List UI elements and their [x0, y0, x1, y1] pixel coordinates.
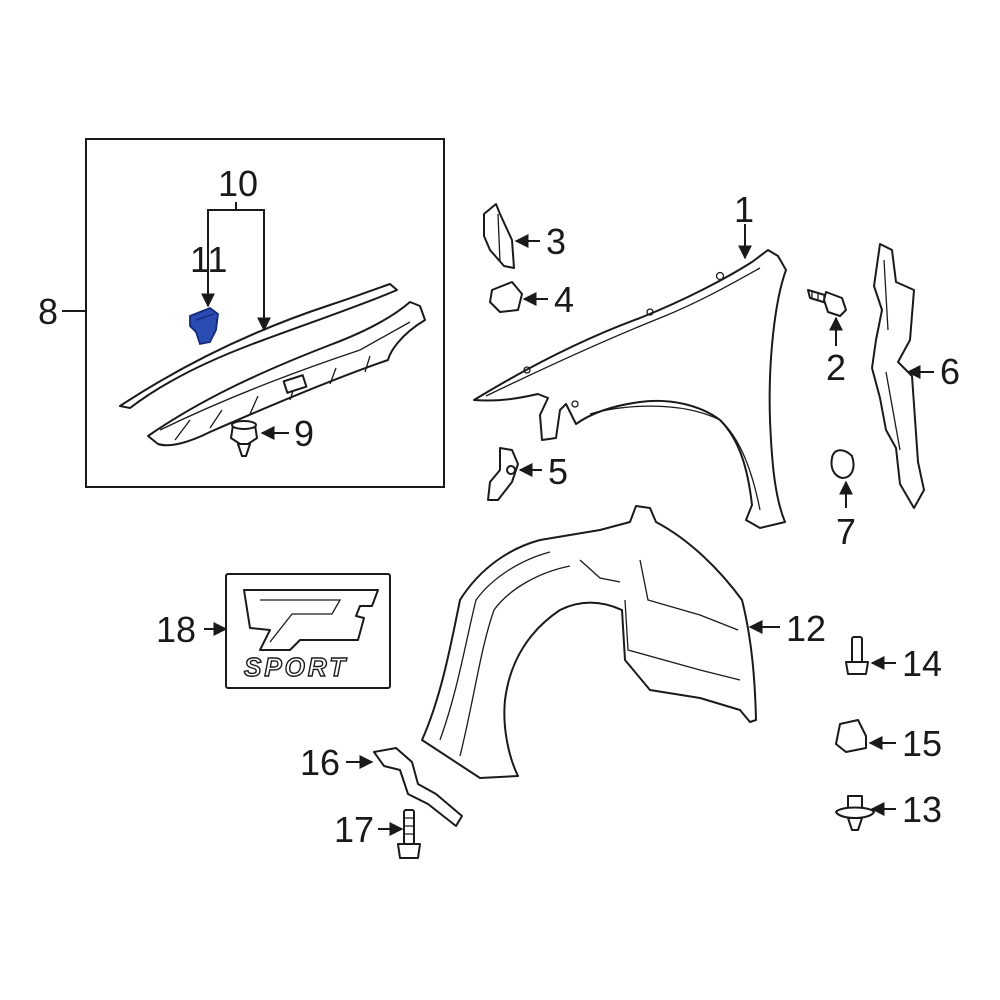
cap-7[interactable] [830, 449, 855, 479]
nut-15[interactable] [835, 719, 867, 753]
bracket-16[interactable] [373, 747, 463, 827]
callout-13: 13 [902, 789, 942, 830]
callout-6: 6 [940, 351, 960, 392]
callout-16: 16 [300, 742, 340, 783]
callout-11: 11 [190, 239, 227, 280]
callout-3: 3 [546, 221, 566, 262]
callout-5: 5 [548, 451, 568, 492]
bolt-14[interactable] [845, 636, 869, 675]
f-sport-emblem[interactable]: SPORT [225, 573, 391, 689]
bolt-17[interactable] [397, 809, 421, 859]
front-fender[interactable] [473, 249, 787, 529]
callout-12: 12 [786, 608, 826, 649]
callout-1: 1 [734, 189, 754, 230]
callout-8: 8 [38, 291, 58, 332]
callout-2: 2 [826, 347, 846, 388]
insulator-6[interactable] [871, 243, 925, 509]
inset-box-group [62, 138, 445, 488]
callout-17: 17 [334, 809, 374, 850]
callout-10: 10 [218, 163, 258, 204]
callout-9: 9 [294, 413, 314, 454]
emblem-text: SPORT [244, 652, 348, 682]
pad-4[interactable] [489, 281, 523, 313]
fender-liner[interactable] [421, 505, 757, 779]
bracket-3[interactable] [483, 203, 515, 269]
callout-4: 4 [554, 279, 574, 320]
bolt-2[interactable] [807, 289, 847, 317]
callout-18: 18 [156, 609, 196, 650]
callout-7: 7 [836, 511, 856, 552]
clip-11[interactable] [189, 306, 219, 346]
fender-seal[interactable] [147, 301, 426, 447]
callout-15: 15 [902, 723, 942, 764]
callout-14: 14 [902, 643, 942, 684]
fender-molding[interactable] [119, 283, 398, 409]
bracket-5[interactable] [487, 447, 519, 501]
clip-13[interactable] [835, 795, 875, 831]
push-clip-9[interactable] [230, 420, 258, 457]
